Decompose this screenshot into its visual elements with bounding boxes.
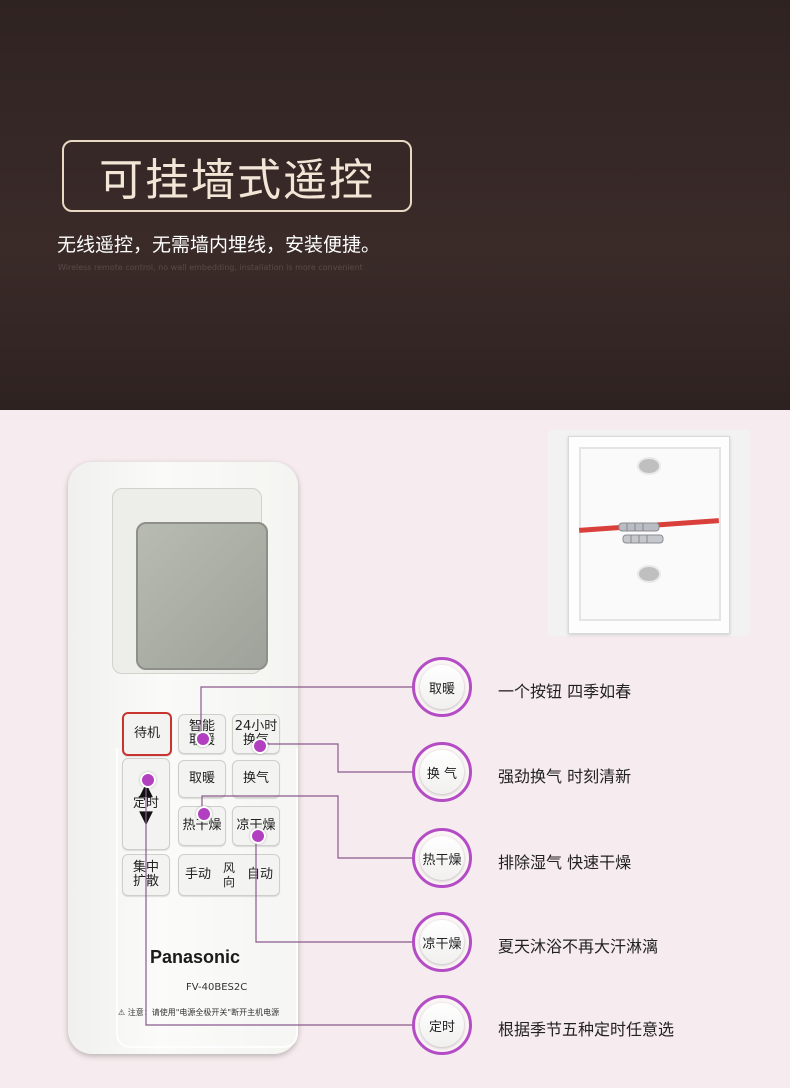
heat-button[interactable]: 取暖 — [178, 760, 226, 798]
wind-direction-label: 风 向 — [222, 861, 235, 889]
callout-dot — [252, 738, 268, 754]
banner-title-box: 可挂墙式遥控 — [62, 140, 412, 212]
feature-circle-ventilate: 换 气 — [412, 742, 472, 802]
callout-dot — [196, 806, 212, 822]
feature-label: 换 气 — [420, 750, 464, 794]
feature-desc: 强劲换气 时刻清新 — [498, 767, 632, 786]
manual-auto-button[interactable]: 手动 风 向 自动 — [178, 854, 280, 896]
feature-desc: 一个按钮 四季如春 — [498, 682, 632, 701]
feature-desc: 夏天沐浴不再大汗淋漓 — [498, 937, 659, 956]
banner-subtitle-en: Wireless remote control, no wall embeddi… — [58, 263, 363, 272]
mount-hole-icon — [637, 565, 661, 583]
feature-label: 定时 — [420, 1003, 464, 1047]
feature-desc: 根据季节五种定时任意选 — [498, 1020, 675, 1039]
banner-subtitle: 无线遥控，无需墙内埋线，安装便捷。 — [57, 234, 381, 256]
feature-label: 取暖 — [420, 665, 464, 709]
bracket-plate — [568, 436, 730, 634]
callout-dot — [195, 731, 211, 747]
feature-desc: 排除湿气 快速干燥 — [498, 853, 632, 872]
ventilate-button[interactable]: 换气 — [232, 760, 280, 798]
manual-label: 手动 — [184, 867, 211, 882]
hot-dry-button[interactable]: 热干燥 — [178, 806, 226, 846]
notice-text: ⚠ 注意：请使用"电源全极开关"断开主机电源 — [118, 1008, 280, 1017]
bracket-inner — [579, 447, 721, 621]
mount-hole-icon — [637, 457, 661, 475]
feature-circle-timer: 定时 — [412, 995, 472, 1055]
feature-label: 热干燥 — [420, 836, 464, 880]
auto-label: 自动 — [246, 867, 273, 882]
screws-icon — [618, 522, 664, 544]
lcd-screen — [136, 522, 268, 670]
callout-dot — [140, 772, 156, 788]
banner-title: 可挂墙式遥控 — [99, 155, 375, 206]
feature-circle-heat: 取暖 — [412, 657, 472, 717]
feature-label: 凉干燥 — [420, 920, 464, 964]
model-number: FV-40BES2C — [186, 982, 248, 993]
callout-dot — [250, 828, 266, 844]
top-banner: 可挂墙式遥控 无线遥控，无需墙内埋线，安装便捷。 Wireless remote… — [0, 0, 790, 410]
feature-circle-cool-dry: 凉干燥 — [412, 912, 472, 972]
wall-bracket-image — [548, 430, 750, 636]
standby-button[interactable]: 待机 — [122, 712, 172, 756]
feature-circle-hot-dry: 热干燥 — [412, 828, 472, 888]
brand-logo: Panasonic — [150, 947, 241, 967]
